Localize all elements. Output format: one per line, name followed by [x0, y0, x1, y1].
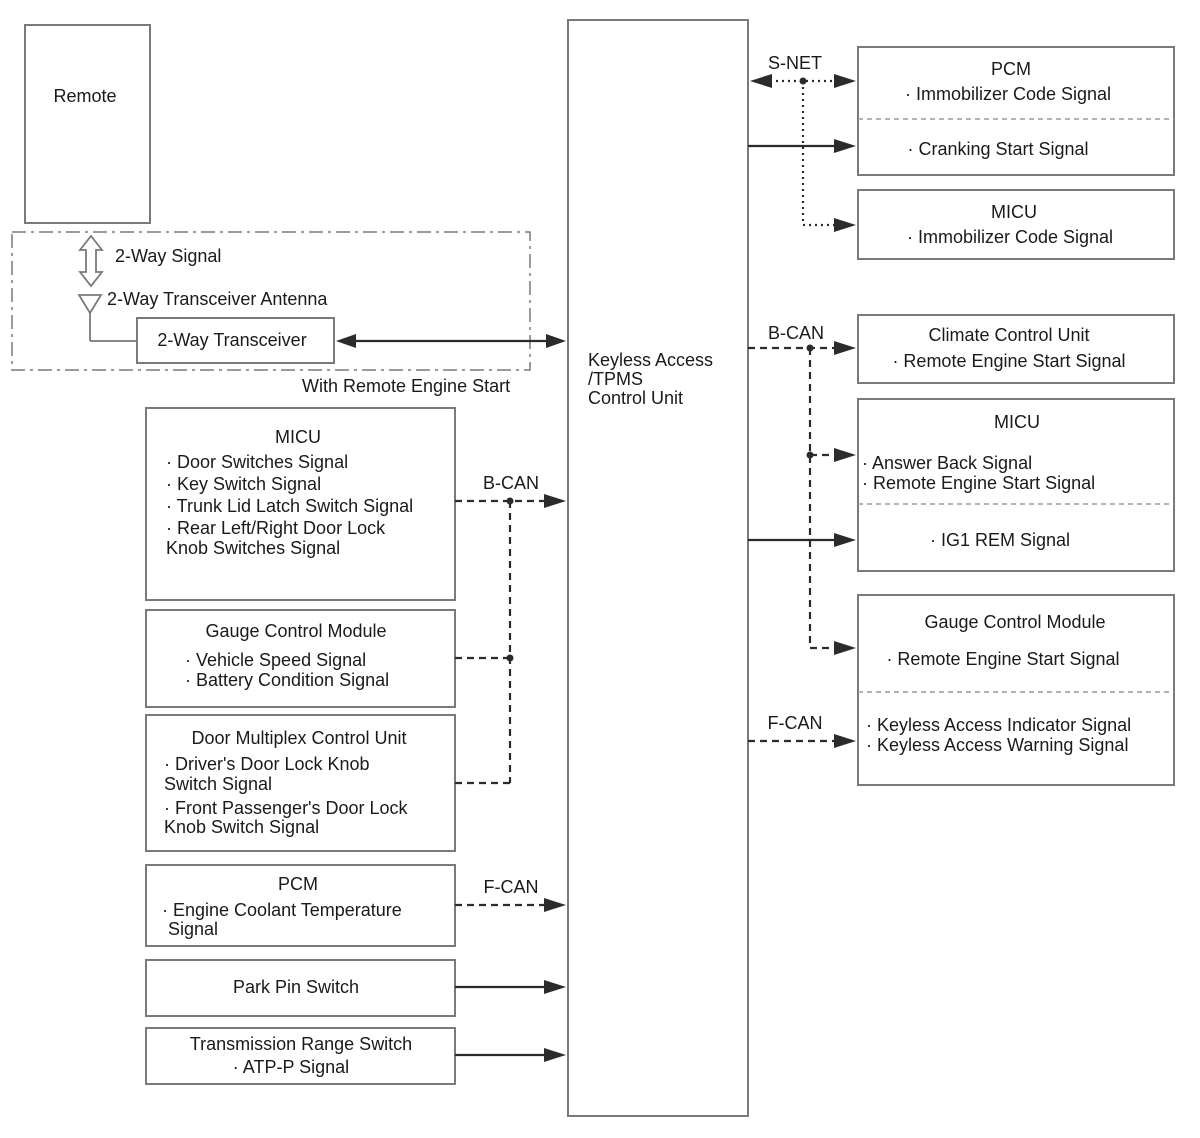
- antenna-label: 2-Way Transceiver Antenna: [107, 289, 328, 309]
- left-micu-line: · Trunk Lid Latch Switch Signal: [166, 496, 413, 516]
- left-gauge-line: · Vehicle Speed Signal: [185, 650, 366, 670]
- right-micu-immob-box: [857, 189, 1175, 260]
- trans-range-box: [145, 1027, 456, 1085]
- right-gauge-line: · Keyless Access Warning Signal: [866, 735, 1128, 755]
- climate-line: · Remote Engine Start Signal: [892, 351, 1125, 371]
- left-pcm-title: PCM: [278, 874, 318, 894]
- left-gauge-box: [145, 609, 456, 708]
- control-unit-line1: Keyless Access: [588, 350, 713, 370]
- transceiver-label: 2-Way Transceiver: [157, 330, 306, 350]
- left-pcm-line: Signal: [168, 919, 218, 939]
- door-mux-line: · Driver's Door Lock Knob: [164, 754, 370, 774]
- door-mux-line: · Front Passenger's Door Lock: [164, 798, 409, 818]
- control-unit-line3: Control Unit: [588, 388, 683, 408]
- left-micu-line: Knob Switches Signal: [166, 538, 340, 558]
- right-micu-b-title: MICU: [994, 412, 1040, 432]
- left-gauge-line: · Battery Condition Signal: [185, 670, 389, 690]
- door-mux-title: Door Multiplex Control Unit: [191, 728, 406, 748]
- remote-label: Remote: [53, 86, 116, 106]
- door-mux-box: [145, 714, 456, 852]
- right-micu-immob-line: · Immobilizer Code Signal: [907, 227, 1113, 247]
- right-gauge-title: Gauge Control Module: [924, 612, 1105, 632]
- left-pcm-line: · Engine Coolant Temperature: [162, 900, 402, 920]
- park-pin-title: Park Pin Switch: [233, 977, 359, 997]
- left-micu-box: [145, 407, 456, 601]
- right-micu-immob-title: MICU: [991, 202, 1037, 222]
- right-gauge-line: · Remote Engine Start Signal: [886, 649, 1119, 669]
- two-way-signal-label: 2-Way Signal: [115, 246, 221, 266]
- left-fcan-label: F-CAN: [484, 877, 539, 897]
- trans-range-title: Transmission Range Switch: [190, 1034, 412, 1054]
- right-micu-b-line: · Remote Engine Start Signal: [862, 473, 1095, 493]
- left-micu-title: MICU: [275, 427, 321, 447]
- left-micu-line: · Door Switches Signal: [166, 452, 348, 472]
- remote-box: [24, 24, 151, 224]
- right-micu-b-box: [857, 398, 1175, 572]
- right-fcan-label: F-CAN: [768, 713, 823, 733]
- door-mux-line: Switch Signal: [164, 774, 272, 794]
- trans-range-line: · ATP-P Signal: [233, 1057, 349, 1077]
- control-unit-box: [567, 19, 749, 1117]
- left-micu-line: · Key Switch Signal: [166, 474, 321, 494]
- remote-start-frame: [11, 231, 531, 371]
- right-pcm-box: [857, 46, 1175, 176]
- right-micu-b-line: · IG1 REM Signal: [930, 530, 1070, 550]
- left-micu-line: · Rear Left/Right Door Lock: [166, 518, 386, 538]
- right-bcan-label: B-CAN: [768, 323, 824, 343]
- transceiver-box: [136, 317, 335, 364]
- right-pcm-title: PCM: [991, 59, 1031, 79]
- control-unit-line2: /TPMS: [588, 369, 643, 389]
- right-gauge-line: · Keyless Access Indicator Signal: [866, 715, 1131, 735]
- climate-box: [857, 314, 1175, 384]
- left-gauge-title: Gauge Control Module: [205, 621, 386, 641]
- snet-label: S-NET: [768, 53, 822, 73]
- left-bcan-label: B-CAN: [483, 473, 539, 493]
- climate-title: Climate Control Unit: [928, 325, 1089, 345]
- antenna-icon: [77, 294, 103, 315]
- right-gauge-box: [857, 594, 1175, 786]
- right-pcm-line1: · Immobilizer Code Signal: [905, 84, 1111, 104]
- right-pcm-line2: · Cranking Start Signal: [907, 139, 1088, 159]
- door-mux-line: Knob Switch Signal: [164, 817, 319, 837]
- two-way-arrow-icon: [78, 234, 104, 288]
- remote-start-frame-label: With Remote Engine Start: [302, 376, 510, 396]
- right-micu-b-line: · Answer Back Signal: [862, 453, 1032, 473]
